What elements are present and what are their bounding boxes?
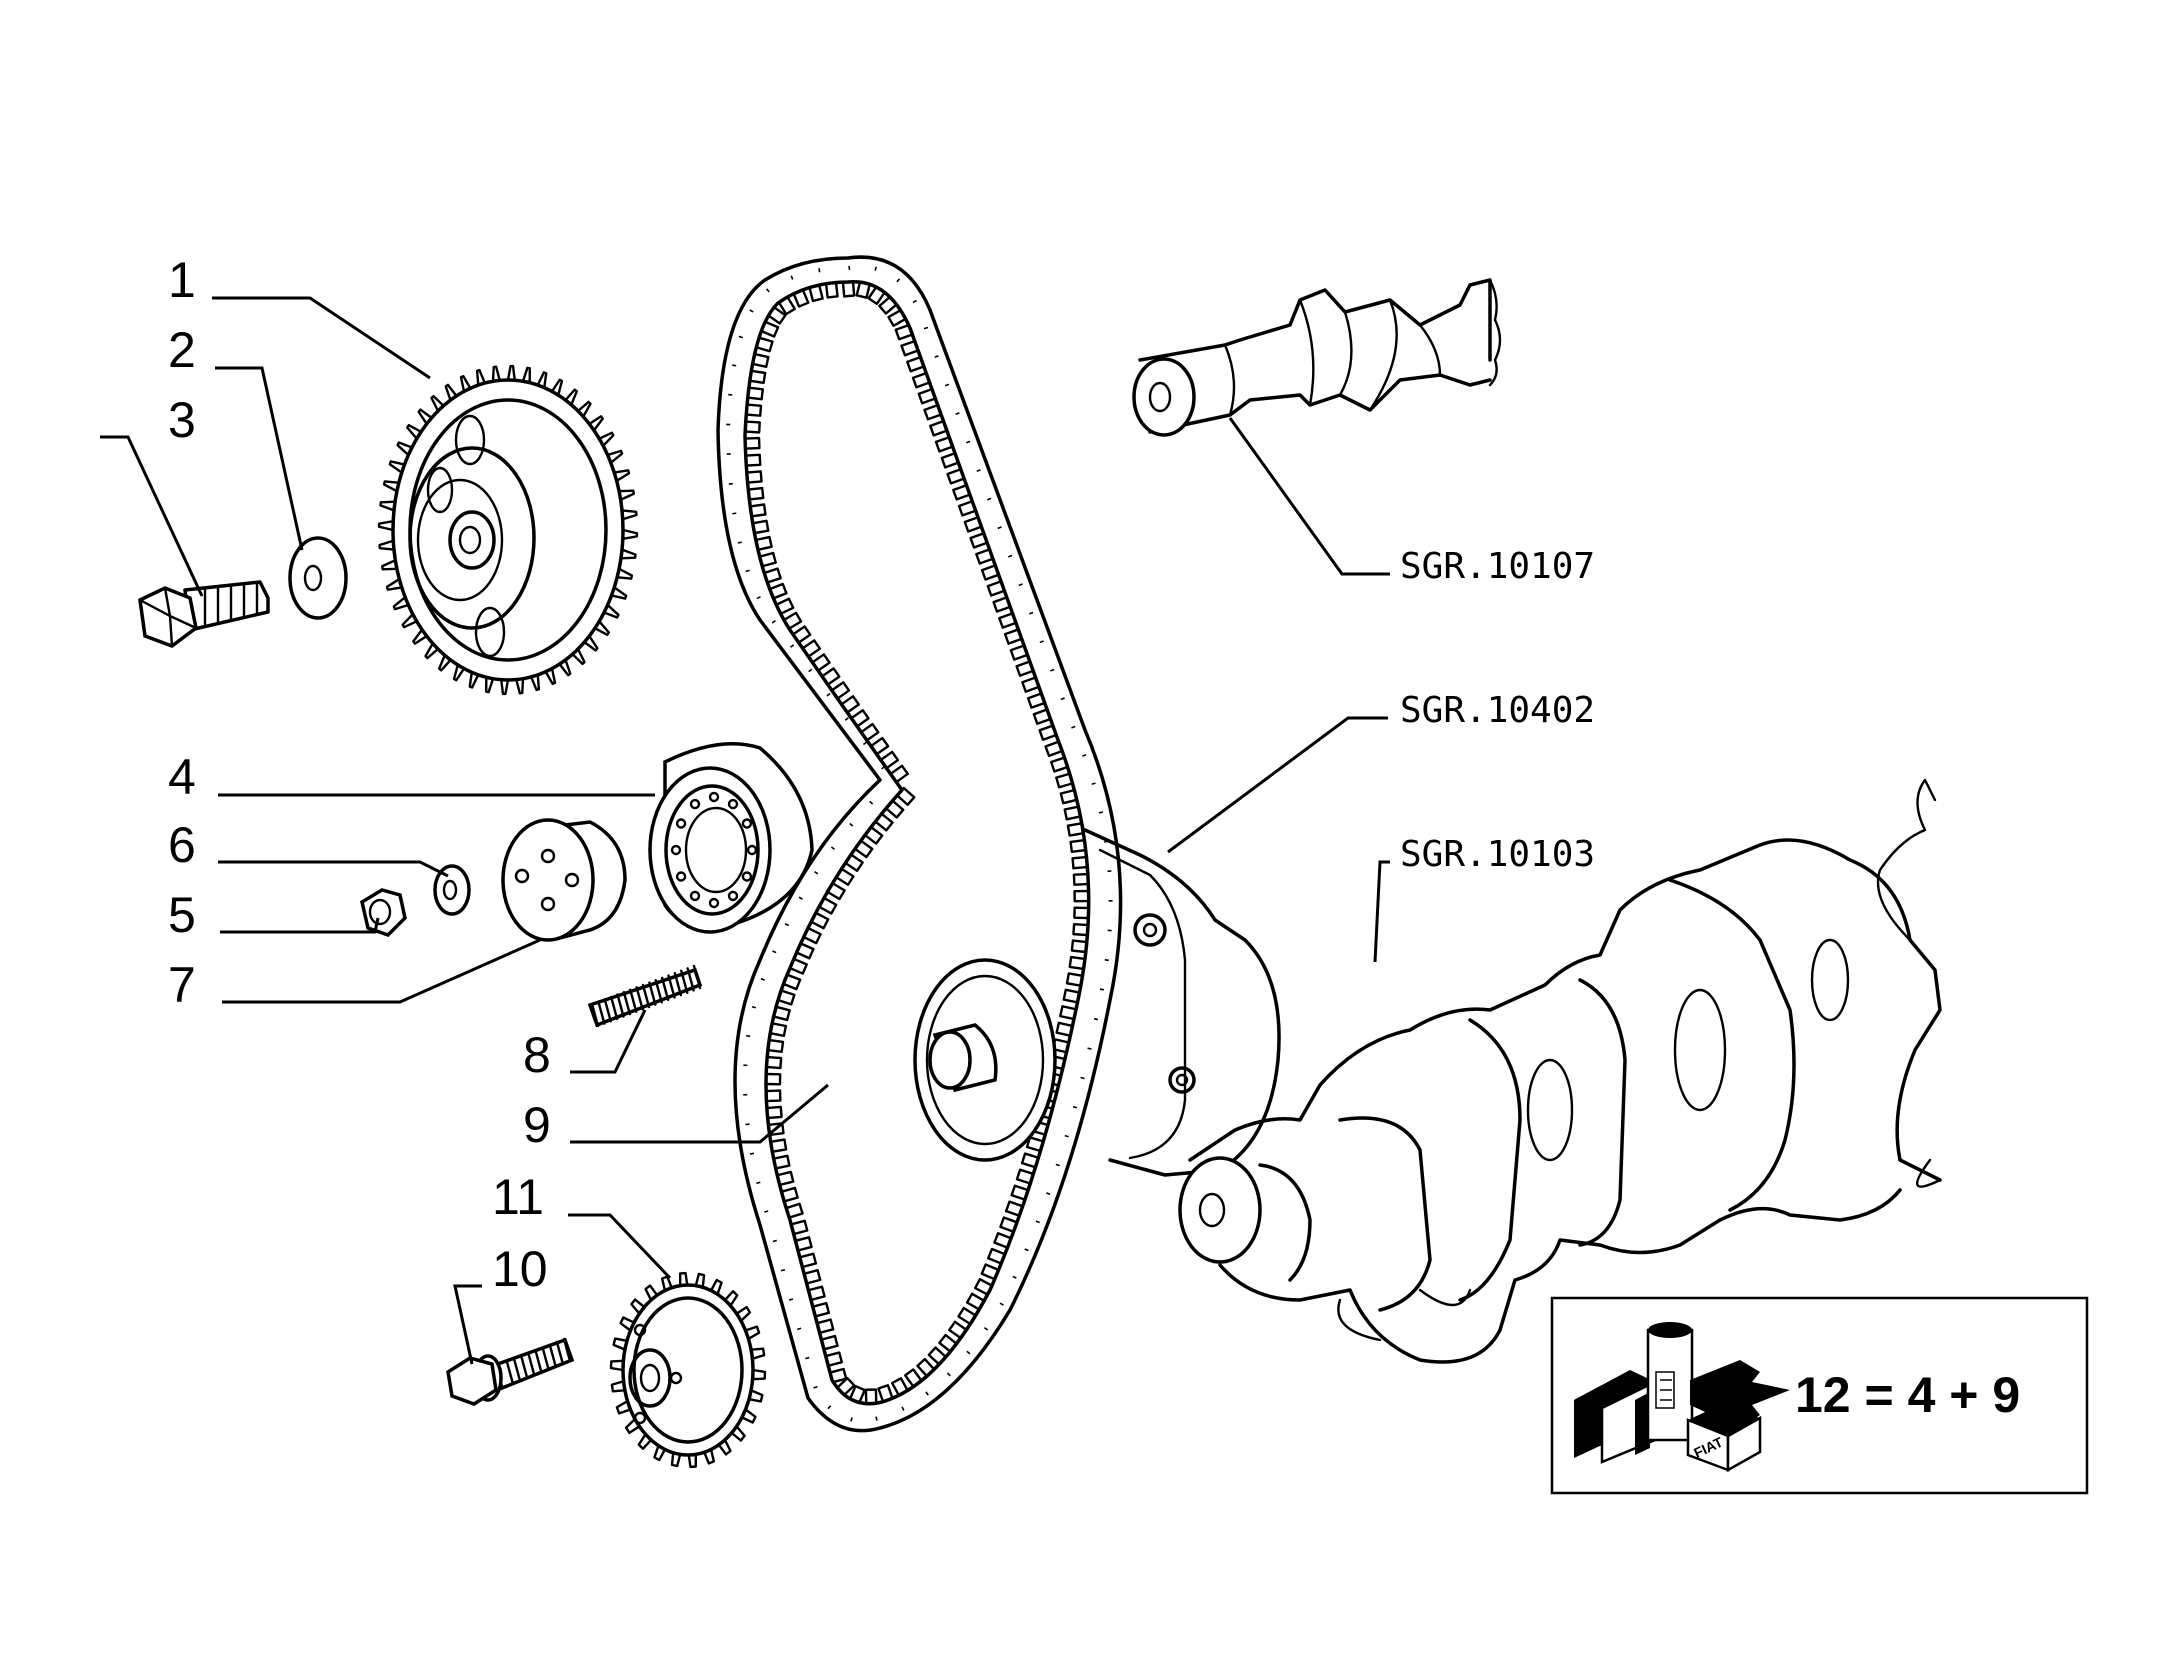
part-label-11: 11 (492, 1169, 544, 1225)
reference-labels: SGR.10107 SGR.10402 SGR.10103 (1400, 546, 1595, 875)
part-label-6: 6 (168, 817, 196, 873)
tensioner-pulley[interactable] (648, 742, 814, 934)
nut[interactable] (360, 888, 407, 938)
part-label-4: 4 (168, 749, 196, 805)
stud[interactable] (587, 964, 703, 1028)
water-pump (913, 828, 1281, 1177)
part-label-3: 3 (168, 392, 196, 448)
camshaft (1132, 278, 1502, 437)
leader-lines (100, 296, 1390, 1365)
part-label-5: 5 (168, 887, 196, 943)
part-label-7: 7 (168, 957, 196, 1013)
part-label-9: 9 (523, 1097, 551, 1153)
bolt[interactable] (138, 580, 270, 648)
part-labels: 1 2 3 4 6 5 7 8 9 11 10 (168, 252, 551, 1297)
part-label-8: 8 (523, 1027, 551, 1083)
washer-small[interactable] (433, 864, 471, 916)
crank-bolt[interactable] (446, 1337, 575, 1406)
kit-formula: 12 = 4 + 9 (1795, 1367, 2020, 1423)
tensioner-bush[interactable] (501, 818, 627, 942)
camshaft-pulley[interactable] (377, 364, 639, 696)
part-label-10: 10 (492, 1241, 548, 1297)
part-label-1: 1 (168, 252, 196, 308)
reference-label-crankshaft[interactable]: SGR.10103 (1400, 834, 1595, 875)
part-label-2: 2 (168, 322, 196, 378)
reference-label-pump[interactable]: SGR.10402 (1400, 690, 1595, 731)
kit-box: FIAT 12 = 4 + 9 (1550, 1296, 2089, 1495)
washer[interactable] (288, 536, 348, 620)
crankshaft (1178, 778, 1942, 1364)
crankshaft-pulley[interactable] (609, 1271, 767, 1469)
reference-label-camshaft[interactable]: SGR.10107 (1400, 546, 1595, 587)
fiat-kit-icon: FIAT (1574, 1322, 1790, 1473)
